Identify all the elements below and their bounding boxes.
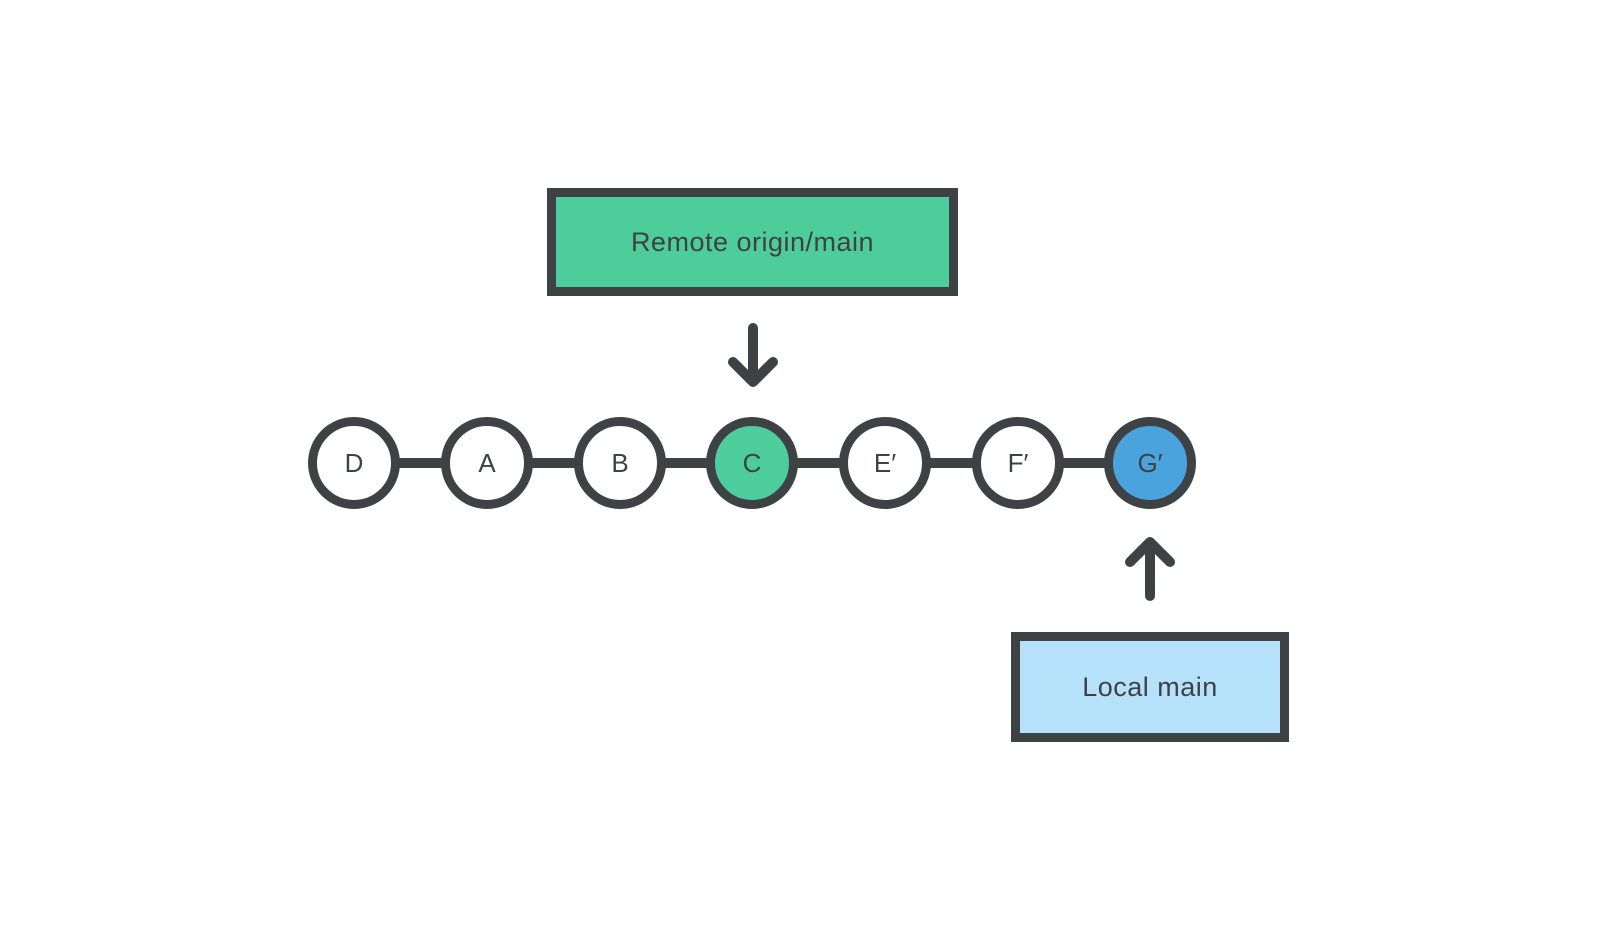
commit-node-g-prime-local-head: G′ [1104, 417, 1196, 509]
down-arrow-icon [728, 323, 778, 387]
local-branch-label-box: Local main [1011, 632, 1289, 742]
remote-branch-label: Remote origin/main [630, 226, 875, 257]
commit-node-f-prime: F′ [972, 417, 1064, 509]
up-arrow-icon [1125, 537, 1175, 601]
commit-label: C [742, 447, 762, 478]
commit-label: G′ [1137, 447, 1163, 478]
commit-node-d: D [308, 417, 400, 509]
remote-branch-label-box: Remote origin/main [547, 188, 958, 296]
commit-node-c-remote-head: C [706, 417, 798, 509]
commit-label: E′ [873, 447, 897, 478]
commit-label: A [478, 447, 496, 478]
commit-label: B [611, 447, 629, 478]
commit-label: D [344, 447, 364, 478]
commit-label: F′ [1007, 447, 1029, 478]
local-branch-label: Local main [1082, 671, 1218, 702]
commit-node-a: A [441, 417, 533, 509]
commit-node-b: B [574, 417, 666, 509]
commit-node-e-prime: E′ [839, 417, 931, 509]
